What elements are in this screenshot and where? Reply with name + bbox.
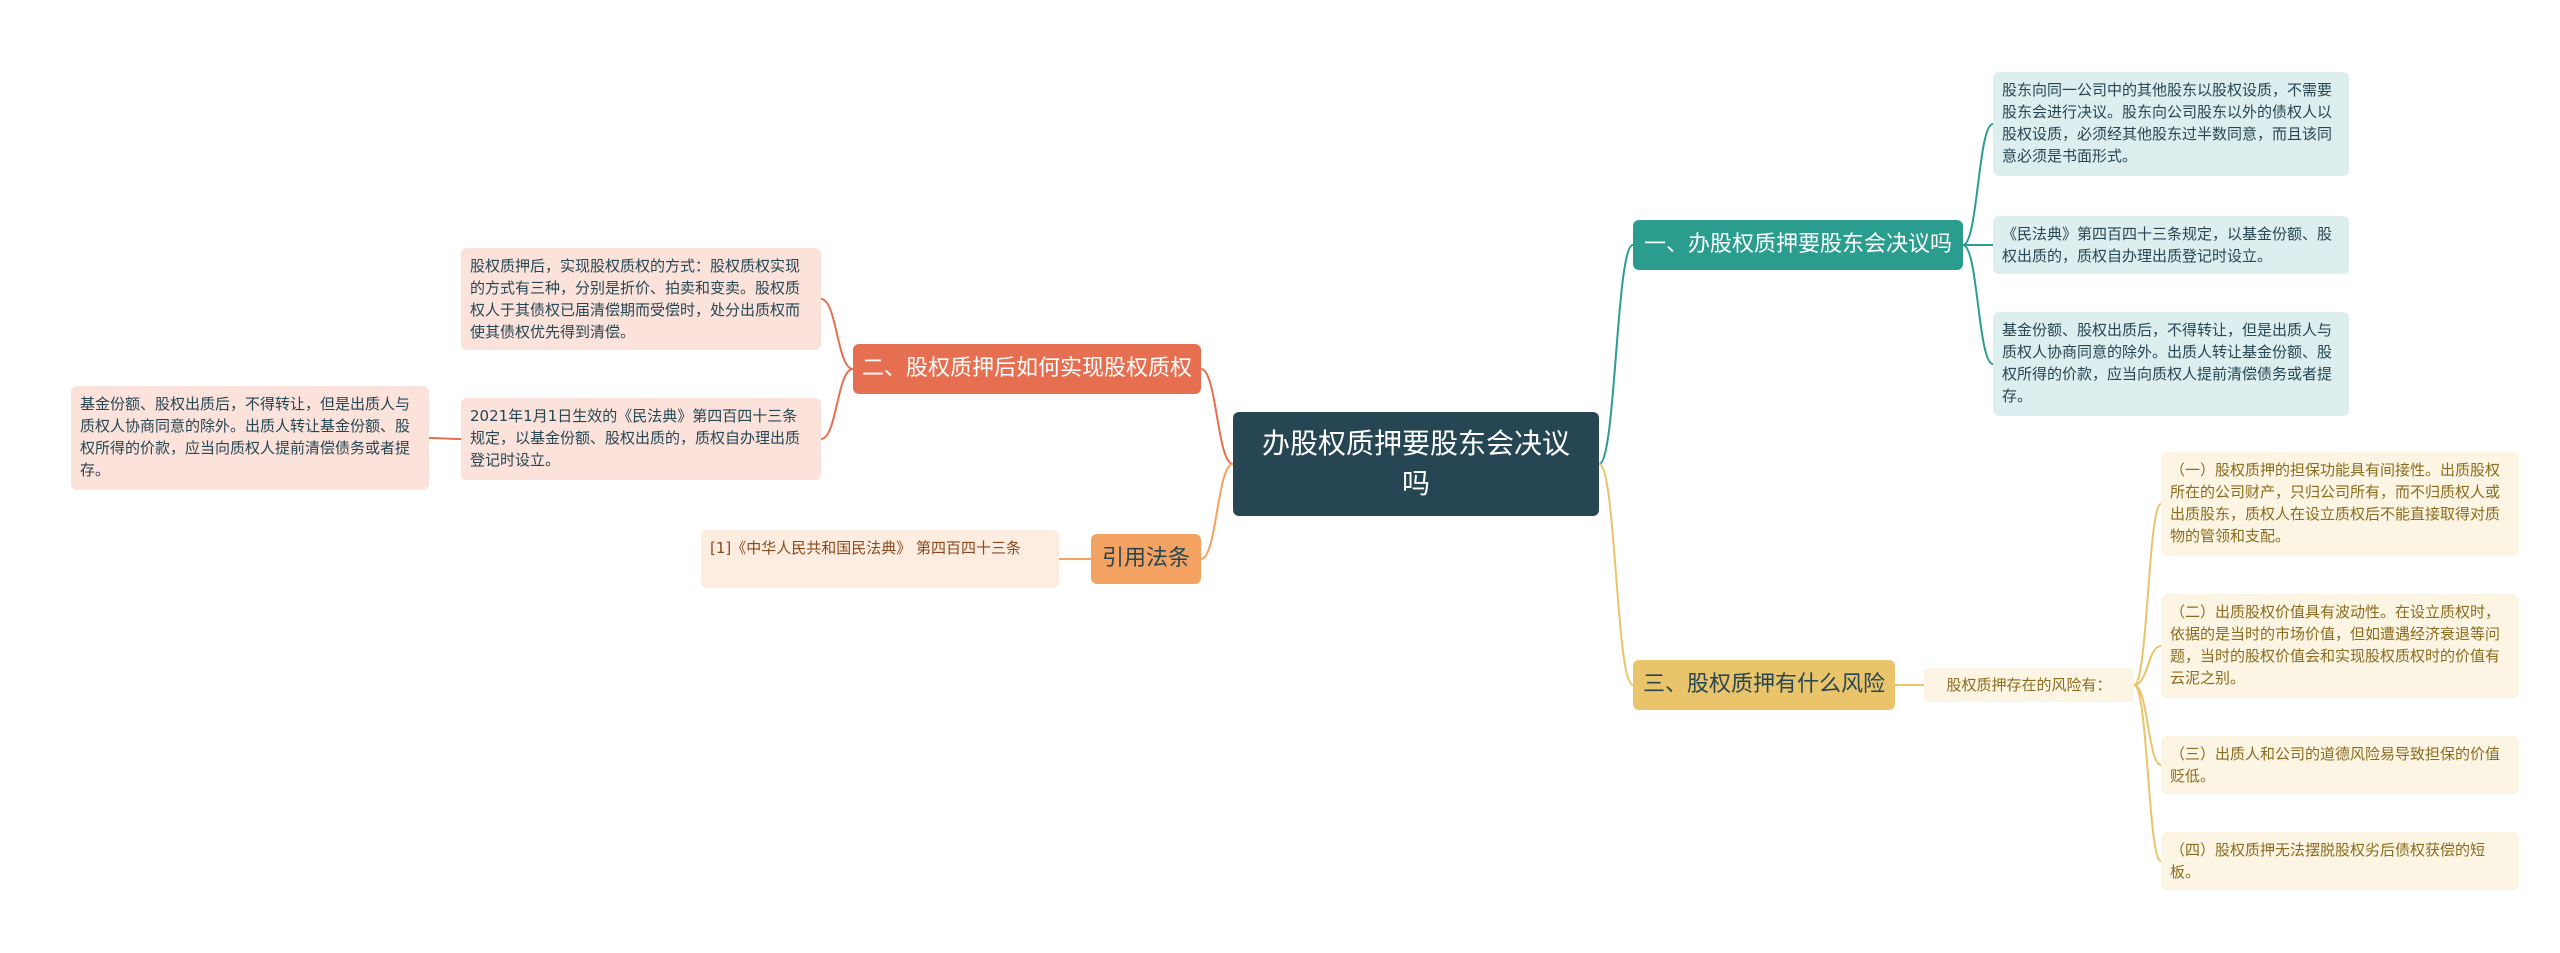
branch-1-leaf-2[interactable]: 《民法典》第四百四十三条规定，以基金份额、股权出质的，质权自办理出质登记时设立。 <box>1993 216 2349 274</box>
branch-3-leaf-3[interactable]: （三）出质人和公司的道德风险易导致担保的价值贬低。 <box>2161 736 2519 794</box>
branch-1-label: 一、办股权质押要股东会决议吗 <box>1643 232 1952 257</box>
link-root-branch-3 <box>1598 463 1634 686</box>
link-leaf-2-subleaf <box>428 437 462 440</box>
link-branch-1-leaf-1 <box>1962 123 1994 246</box>
branch-4-label: 引用法条 <box>1101 546 1190 571</box>
branch-2-label: 二、股权质押后如何实现股权质权 <box>861 356 1192 381</box>
link-middle-leaf-4 <box>2133 684 2162 862</box>
branch-2-leaf-2[interactable]: 2021年1月1日生效的《民法典》第四百四十三条规定，以基金份额、股权出质的，质… <box>461 398 821 480</box>
branch-3-label: 三、股权质押有什么风险 <box>1642 672 1885 697</box>
branch-2-leaf-1[interactable]: 股权质押后，实现股权质权的方式：股权质权实现的方式有三种，分别是折价、拍卖和变卖… <box>461 248 821 350</box>
root-topic-text: 办股权质押要股东会决议吗 <box>1261 427 1570 500</box>
branch-3-middle-topic[interactable]: 股权质押存在的风险有： <box>1924 668 2134 702</box>
link-branch-1-leaf-3 <box>1962 244 1994 365</box>
link-branch-2-leaf-2 <box>820 368 854 440</box>
link-root-branch-4 <box>1200 463 1234 560</box>
link-root-branch-2 <box>1200 368 1234 465</box>
branch-1-topic[interactable]: 一、办股权质押要股东会决议吗 <box>1633 220 1963 270</box>
branch-3-leaf-2[interactable]: （二）出质股权价值具有波动性。在设立质权时，依据的是当时的市场价值，但如遭遇经济… <box>2161 594 2519 698</box>
branch-4-topic[interactable]: 引用法条 <box>1091 534 1201 584</box>
branch-4-leaf-1[interactable]: [1]《中华人民共和国民法典》 第四百四十三条 <box>701 530 1059 588</box>
branch-3-topic[interactable]: 三、股权质押有什么风险 <box>1633 660 1895 710</box>
link-middle-leaf-2 <box>2133 645 2162 686</box>
branch-2-subleaf[interactable]: 基金份额、股权出质后，不得转让，但是出质人与质权人协商同意的除外。出质人转让基金… <box>71 386 429 490</box>
branch-3-leaf-1[interactable]: （一）股权质押的担保功能具有间接性。出质股权所在的公司财产，只归公司所有，而不归… <box>2161 452 2519 556</box>
branch-3-leaf-4[interactable]: （四）股权质押无法摆脱股权劣后债权获偿的短板。 <box>2161 832 2519 890</box>
root-topic[interactable]: 办股权质押要股东会决议吗 <box>1233 412 1599 516</box>
link-root-branch-1 <box>1598 244 1634 465</box>
link-branch-2-leaf-1 <box>820 298 854 370</box>
branch-1-leaf-1[interactable]: 股东向同一公司中的其他股东以股权设质，不需要股东会进行决议。股东向公司股东以外的… <box>1993 72 2349 176</box>
branch-2-topic[interactable]: 二、股权质押后如何实现股权质权 <box>853 344 1201 394</box>
branch-1-leaf-3[interactable]: 基金份额、股权出质后，不得转让，但是出质人与质权人协商同意的除外。出质人转让基金… <box>1993 312 2349 416</box>
link-middle-leaf-3 <box>2133 684 2162 766</box>
link-middle-leaf-1 <box>2133 503 2162 686</box>
